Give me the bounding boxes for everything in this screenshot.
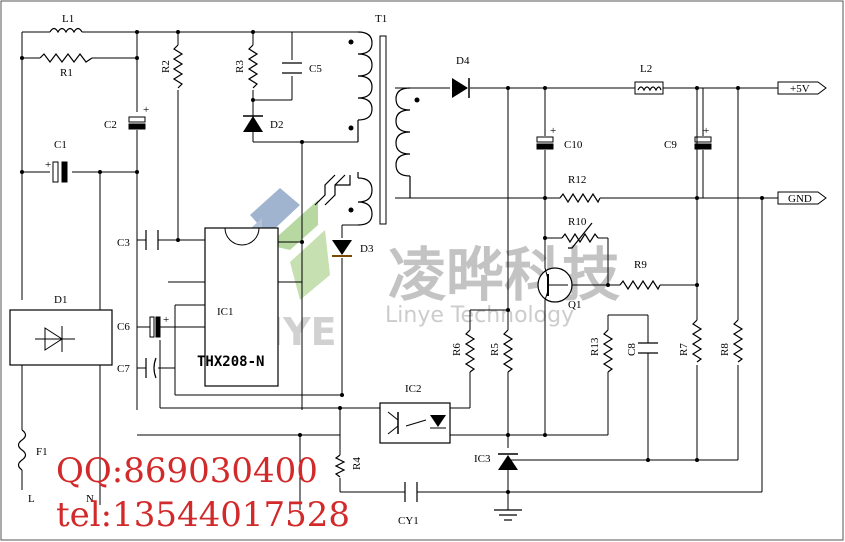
component-labels: L1 R1 R2 R3 C5 T1 D4 L2 C2 D2 C1 C10 C9 … bbox=[28, 13, 731, 527]
capacitor-c1-symbol: + bbox=[45, 159, 68, 183]
capacitor-c6-symbol: + bbox=[149, 314, 169, 338]
label-ic3: IC3 bbox=[474, 453, 491, 465]
label-r2: R2 bbox=[160, 60, 172, 73]
label-r7: R7 bbox=[678, 343, 690, 356]
capacitor-c7-symbol bbox=[145, 357, 157, 379]
resistor-r7-symbol bbox=[691, 319, 703, 363]
capacitor-c2-symbol: + bbox=[128, 104, 149, 130]
junction-dots bbox=[20, 30, 764, 494]
label-r3: R3 bbox=[234, 60, 246, 73]
label-r13: R13 bbox=[589, 337, 601, 356]
transformer-t1-symbol bbox=[314, 31, 420, 226]
watermark-company-en: Linye Technology bbox=[385, 303, 574, 328]
capacitor-c10-symbol: + bbox=[536, 125, 556, 150]
label-c9: C9 bbox=[664, 139, 677, 151]
output-label-gnd: GND bbox=[788, 193, 812, 205]
inductor-l1-symbol bbox=[49, 27, 83, 34]
svg-text:+: + bbox=[703, 125, 709, 137]
label-cy1: CY1 bbox=[398, 515, 419, 527]
label-c6: C6 bbox=[117, 321, 130, 333]
label-t1: T1 bbox=[375, 13, 387, 25]
label-ic2: IC2 bbox=[405, 383, 422, 395]
resistor-r1-symbol bbox=[39, 53, 93, 63]
label-c1: C1 bbox=[54, 139, 67, 151]
optocoupler-ic2 bbox=[379, 402, 451, 444]
label-c10: C10 bbox=[564, 139, 583, 151]
label-l2: L2 bbox=[640, 63, 652, 75]
inductor-l2-symbol bbox=[634, 81, 664, 95]
label-c3: C3 bbox=[117, 237, 130, 249]
label-c5: C5 bbox=[309, 63, 322, 75]
capacitor-cy1-symbol bbox=[404, 482, 418, 502]
fuse-f1-symbol bbox=[17, 429, 27, 471]
ic1-part-number: THX208-N bbox=[197, 354, 264, 370]
capacitor-c5-symbol bbox=[282, 62, 302, 74]
label-c2: C2 bbox=[104, 119, 117, 131]
bridge-rectifier-d1 bbox=[9, 309, 113, 366]
label-d3: D3 bbox=[360, 243, 374, 255]
label-r12: R12 bbox=[568, 174, 586, 186]
regulator-ic3-symbol bbox=[498, 453, 520, 470]
label-d2: D2 bbox=[270, 119, 283, 131]
svg-text:+: + bbox=[143, 104, 149, 116]
label-c8: C8 bbox=[626, 343, 638, 356]
output-terminal-5v: +5V bbox=[777, 81, 827, 95]
diode-d4-symbol bbox=[452, 78, 470, 98]
label-r9: R9 bbox=[634, 259, 647, 271]
ic1-label: IC1 bbox=[217, 306, 234, 318]
resistor-r13-symbol bbox=[602, 329, 614, 373]
label-d1: D1 bbox=[54, 294, 67, 306]
resistor-r5-symbol bbox=[502, 329, 514, 373]
svg-text:+: + bbox=[163, 314, 169, 326]
output-label-5v: +5V bbox=[790, 83, 810, 95]
wires bbox=[21, 31, 778, 510]
label-n-input: N bbox=[86, 493, 94, 505]
resistor-r6-symbol bbox=[464, 329, 476, 373]
watermark-company-cn: 凌晔科技 bbox=[388, 241, 620, 309]
label-r4: R4 bbox=[351, 457, 363, 470]
label-r10: R10 bbox=[568, 216, 587, 228]
label-l1: L1 bbox=[62, 13, 74, 25]
svg-text:+: + bbox=[45, 159, 51, 171]
output-terminal-gnd: GND bbox=[777, 191, 827, 205]
label-d4: D4 bbox=[456, 55, 470, 67]
resistor-r12-symbol bbox=[559, 192, 601, 204]
resistor-r9-symbol bbox=[619, 279, 661, 291]
label-q1: Q1 bbox=[568, 299, 581, 311]
resistor-r4-symbol bbox=[334, 454, 346, 478]
label-c7: C7 bbox=[117, 363, 130, 375]
resistor-r3-symbol bbox=[247, 44, 259, 89]
label-r6: R6 bbox=[451, 343, 463, 356]
label-r1: R1 bbox=[60, 67, 73, 79]
svg-text:+: + bbox=[550, 125, 556, 137]
transistor-q1-symbol bbox=[537, 267, 573, 303]
diode-d3-symbol bbox=[332, 240, 352, 257]
label-f1: F1 bbox=[36, 446, 48, 458]
ic1-chip: IC1 THX208-N bbox=[197, 227, 279, 387]
label-r5: R5 bbox=[489, 343, 501, 356]
capacitor-c9-symbol: + bbox=[694, 125, 712, 150]
diode-d2-symbol bbox=[243, 115, 263, 132]
thermistor-r10-symbol bbox=[561, 222, 599, 249]
capacitor-c3-symbol bbox=[145, 230, 159, 250]
resistor-r8-symbol bbox=[732, 319, 744, 363]
capacitor-c8-symbol bbox=[638, 342, 658, 354]
contact-qq: QQ:869030400 bbox=[56, 451, 318, 491]
label-r8: R8 bbox=[719, 343, 731, 356]
resistor-r2-symbol bbox=[172, 44, 184, 89]
label-l-input: L bbox=[28, 493, 35, 505]
ground-symbol bbox=[494, 509, 522, 521]
contact-tel: tel:13544017528 bbox=[56, 495, 350, 535]
